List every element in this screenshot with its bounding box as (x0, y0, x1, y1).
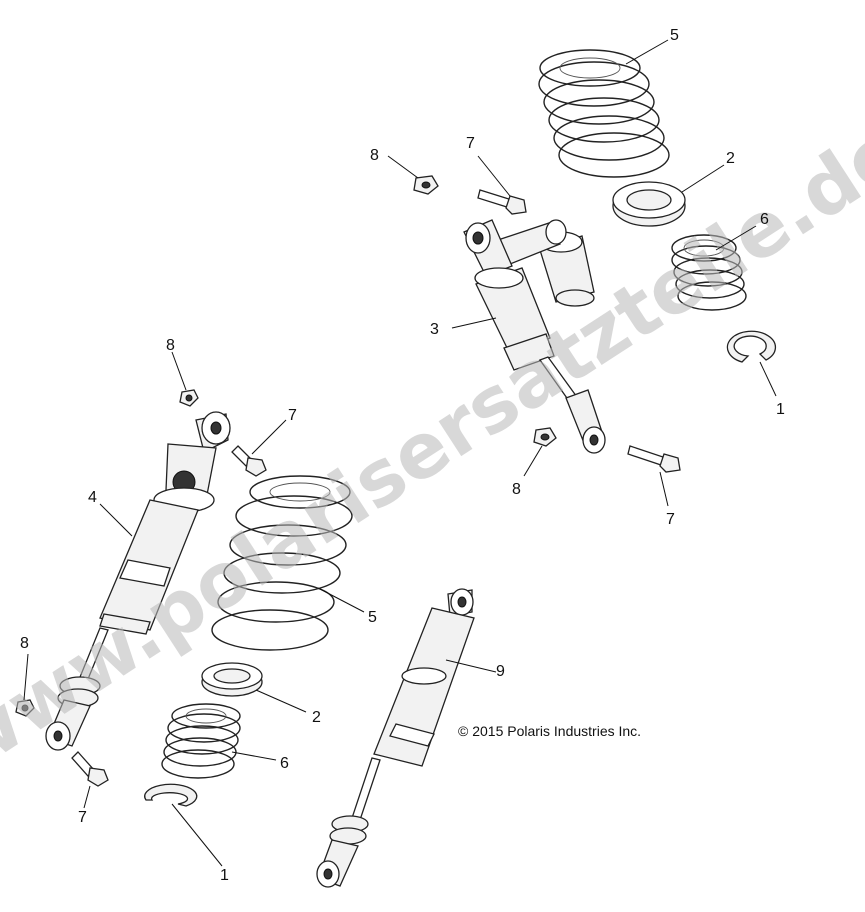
spring-seat-2-left (201, 662, 263, 697)
callout-4: 4 (88, 489, 97, 506)
retainer-clip-1-right (726, 330, 777, 363)
callout-7-top: 7 (466, 135, 475, 152)
nut-8-right-top (413, 175, 439, 195)
callout-8-left-top: 8 (166, 337, 175, 354)
callout-5-left: 5 (368, 609, 377, 626)
callout-8-top: 8 (370, 147, 379, 164)
callout-3: 3 (430, 321, 439, 338)
shock-3-piggyback (463, 219, 606, 454)
shock-9 (316, 588, 475, 888)
retainer-clip-1-left (144, 783, 198, 807)
bolt-7-right-mid (627, 445, 681, 473)
spring-6-right (671, 234, 747, 311)
bolt-7-left-top (231, 445, 267, 477)
callout-2-right: 2 (726, 150, 735, 167)
spring-6-left (161, 703, 241, 779)
callout-1-left: 1 (220, 867, 229, 884)
callout-6-left: 6 (280, 755, 289, 772)
spring-5-right (538, 49, 670, 178)
callout-9: 9 (496, 663, 505, 680)
bolt-7-left-bottom (71, 751, 109, 787)
spring-seat-2-right (612, 181, 686, 227)
callout-7-left-top: 7 (288, 407, 297, 424)
copyright-notice: © 2015 Polaris Industries Inc. (458, 723, 641, 739)
callout-7-left-bottom: 7 (78, 809, 87, 826)
nut-8-right-mid (533, 427, 557, 447)
nut-8-left-bottom (15, 699, 35, 717)
nut-8-left-top (179, 389, 199, 407)
callout-6-right: 6 (760, 211, 769, 228)
callout-8-left-bottom: 8 (20, 635, 29, 652)
leader-lines (23, 39, 777, 867)
callout-5-right: 5 (670, 27, 679, 44)
callout-2-left: 2 (312, 709, 321, 726)
callout-8-mid: 8 (512, 481, 521, 498)
bolt-7-right-top (477, 189, 527, 215)
callout-1-right: 1 (776, 401, 785, 418)
callout-7-mid-right: 7 (666, 511, 675, 528)
spring-5-left (211, 475, 353, 651)
shock-4 (45, 411, 231, 751)
